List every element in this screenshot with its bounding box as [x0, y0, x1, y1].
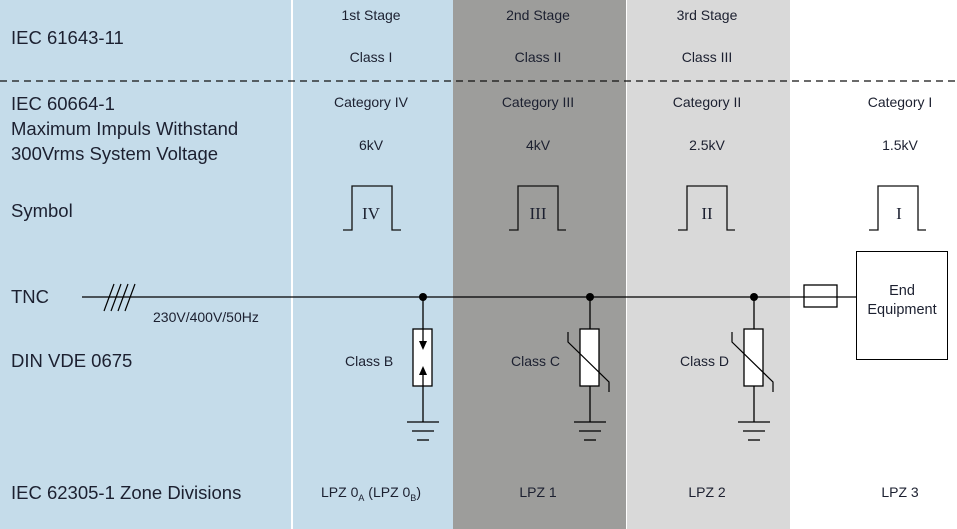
svg-text:I: I: [896, 204, 902, 223]
stage-2-column-background: [453, 0, 626, 529]
row-label-tnc: TNC: [11, 286, 50, 307]
category-4-label: Category IV: [334, 94, 408, 110]
row-label-max-impulse: Maximum Impuls Withstand: [11, 118, 239, 139]
fuse-symbol: [803, 284, 838, 308]
spd-class-d-varistor: [731, 293, 774, 441]
stage-1-label: 1st Stage: [341, 7, 401, 23]
voltage-4kv: 4kV: [525, 137, 551, 153]
row-label-din-vde: DIN VDE 0675: [11, 350, 133, 371]
supply-voltage-label: 230V/400V/50Hz: [153, 309, 259, 325]
category-3-label: Category III: [501, 94, 575, 110]
device-class-b-label: Class B: [345, 353, 394, 369]
impulse-symbol-iii: III: [509, 185, 566, 231]
label-column-background: [0, 0, 291, 529]
device-class-c-label: Class C: [511, 353, 561, 369]
end-equipment-label-line1: End: [889, 283, 915, 299]
ground-icon: [738, 421, 770, 441]
zone-lpz-3: LPZ 3: [881, 484, 919, 500]
zone-lpz-2: LPZ 2: [688, 484, 726, 500]
svg-text:II: II: [701, 204, 713, 223]
end-equipment-label-line2: Equipment: [867, 302, 937, 318]
class-2-label: Class II: [514, 49, 562, 65]
voltage-1-5kv: 1.5kV: [882, 137, 918, 153]
zone-lpz-0-alt-close: ): [416, 484, 421, 500]
zone-lpz-0-alt: (LPZ 0: [364, 484, 411, 500]
end-equipment-box: End Equipment: [856, 251, 948, 360]
row-label-iec61643: IEC 61643-11: [11, 27, 124, 48]
impulse-symbol-ii: II: [678, 185, 735, 231]
svg-text:IV: IV: [362, 204, 381, 223]
zone-lpz-0-subscript-a: A: [358, 493, 365, 503]
stage-2-label: 2nd Stage: [506, 7, 570, 23]
row-label-symbol: Symbol: [11, 200, 73, 221]
class-3-label: Class III: [681, 49, 733, 65]
stage-1-column-background: [293, 0, 453, 529]
zone-lpz-1: LPZ 1: [519, 484, 557, 500]
zone-lpz-0-subscript-b: B: [410, 493, 417, 503]
voltage-6kv: 6kV: [358, 137, 384, 153]
spd-class-b-spark-gap: [407, 293, 439, 441]
impulse-symbol-iv: IV: [343, 185, 401, 231]
device-class-d-label: Class D: [680, 353, 730, 369]
ground-icon: [407, 421, 439, 441]
stage-3-label: 3rd Stage: [676, 7, 738, 23]
voltage-2-5kv: 2.5kV: [689, 137, 725, 153]
class-1-label: Class I: [349, 49, 393, 65]
ground-icon: [574, 421, 606, 441]
category-1-label: Category I: [867, 94, 933, 110]
spd-class-c-varistor: [567, 293, 610, 441]
zone-lpz-0-main: LPZ 0: [321, 484, 359, 500]
category-2-label: Category II: [672, 94, 742, 110]
stage-3-column-background: [627, 0, 790, 529]
row-label-iec62305: IEC 62305-1 Zone Divisions: [11, 482, 242, 503]
svg-text:III: III: [530, 204, 547, 223]
impulse-symbol-i: I: [869, 185, 926, 231]
row-label-iec60664: IEC 60664-1: [11, 93, 115, 114]
four-conductor-marks: [103, 283, 136, 312]
zone-lpz-0: LPZ 0A (LPZ 0B): [321, 484, 421, 503]
row-label-system-voltage: 300Vrms System Voltage: [11, 143, 219, 164]
